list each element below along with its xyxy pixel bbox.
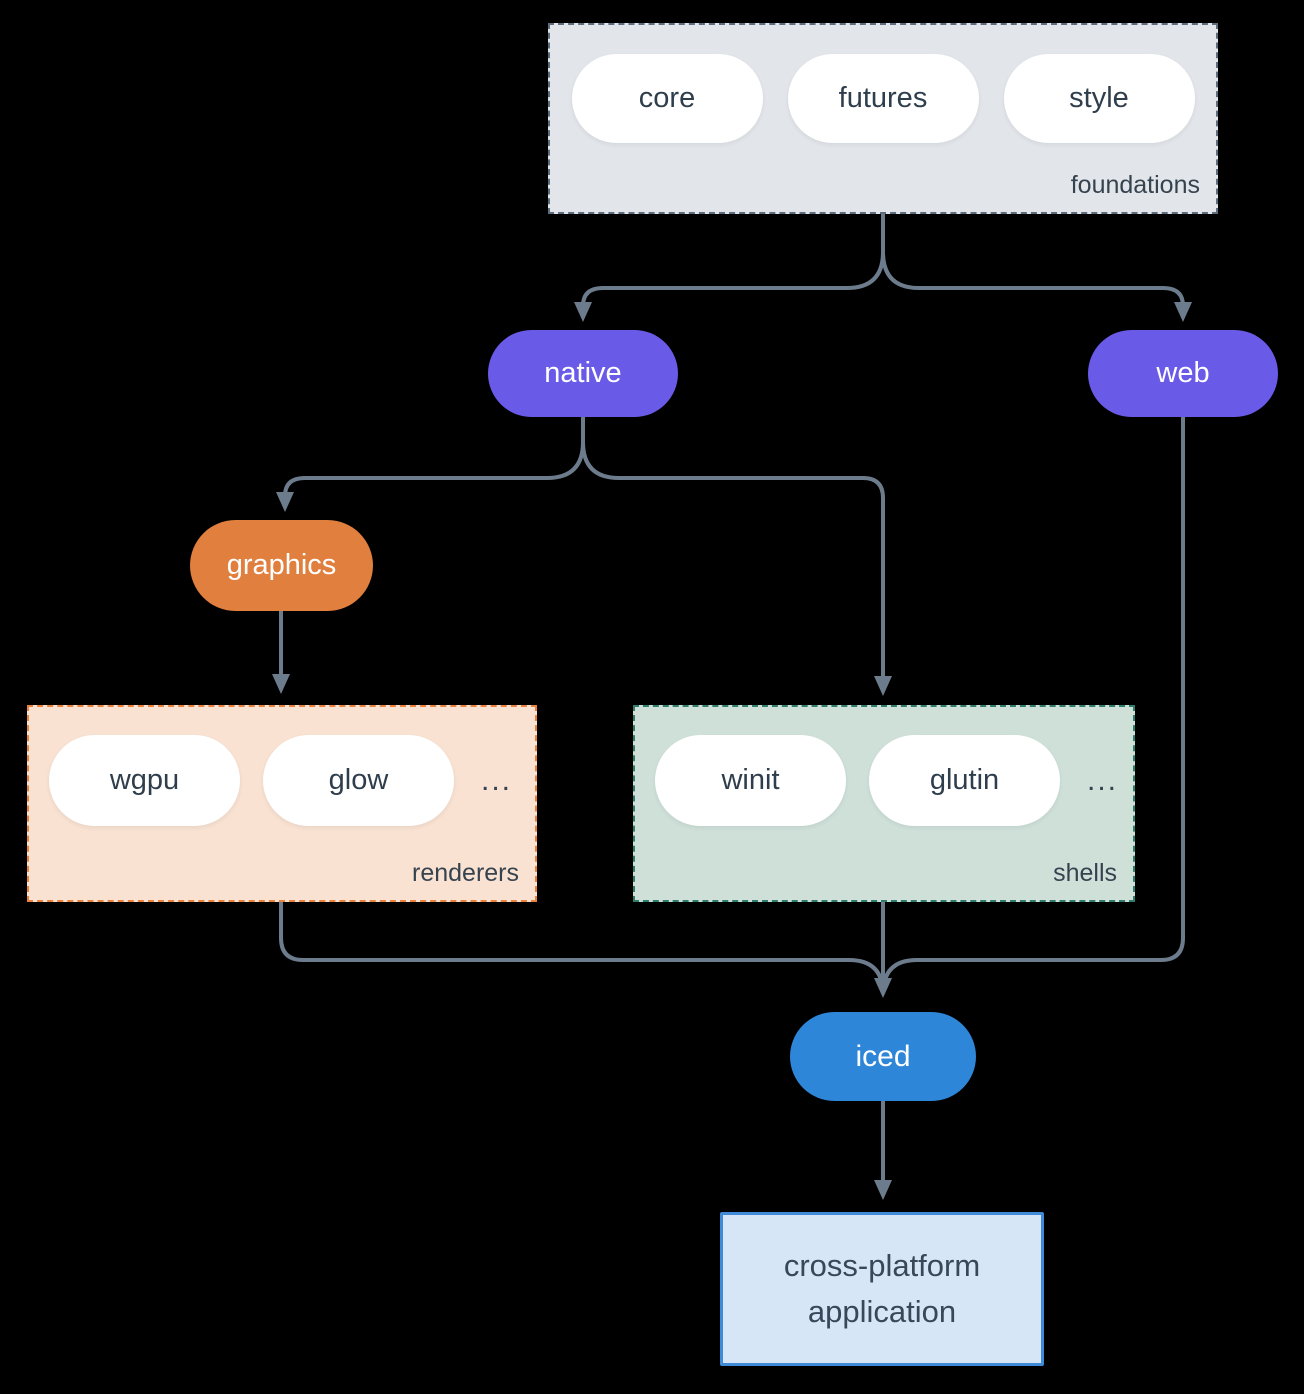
node-core: core (571, 54, 763, 143)
shells-ellipsis: ... (1087, 763, 1119, 797)
node-winit: winit (655, 735, 846, 826)
edge-foundations-native (574, 214, 885, 322)
edge-native-shells (581, 417, 892, 696)
shells-group-label: shells (1053, 859, 1117, 887)
shells-row: winit glutin ... (635, 707, 1133, 826)
foundations-group: core futures style foundations (548, 23, 1218, 214)
node-glutin-label: glutin (929, 764, 1000, 796)
renderers-ellipsis: ... (481, 763, 513, 797)
node-wgpu-label: wgpu (109, 764, 180, 796)
node-graphics: graphics (190, 520, 373, 611)
node-native-label: native (544, 357, 622, 389)
edge-foundations-web (881, 214, 1192, 322)
shells-group: winit glutin ... shells (633, 705, 1135, 902)
foundations-row: core futures style (550, 25, 1216, 143)
foundations-group-label: foundations (1070, 171, 1200, 199)
node-web: web (1088, 330, 1278, 417)
edge-native-graphics (276, 417, 585, 512)
node-graphics-label: graphics (226, 549, 337, 581)
renderers-group-label: renderers (412, 859, 519, 887)
node-iced: iced (790, 1012, 976, 1101)
node-winit-label: winit (721, 764, 780, 796)
node-style: style (1003, 54, 1195, 143)
node-futures-label: futures (838, 82, 928, 114)
application-label-line2: application (807, 1294, 957, 1329)
node-style-label: style (1069, 82, 1129, 114)
node-futures: futures (787, 54, 979, 143)
application-label-line1: cross-platform (783, 1248, 981, 1283)
node-wgpu: wgpu (49, 735, 240, 826)
node-glutin: glutin (869, 735, 1060, 826)
renderers-group: wgpu glow ... renderers (27, 705, 537, 902)
node-iced-label: iced (855, 1039, 911, 1073)
edge-renderers-iced (279, 902, 885, 995)
renderers-row: wgpu glow ... (29, 707, 535, 826)
cross-platform-application-box: cross-platform application (720, 1212, 1044, 1366)
node-web-label: web (1156, 357, 1210, 389)
edge-web-iced (881, 417, 1185, 995)
node-core-label: core (638, 82, 696, 114)
node-glow-label: glow (328, 764, 389, 796)
node-glow: glow (263, 735, 454, 826)
node-native: native (488, 330, 678, 417)
